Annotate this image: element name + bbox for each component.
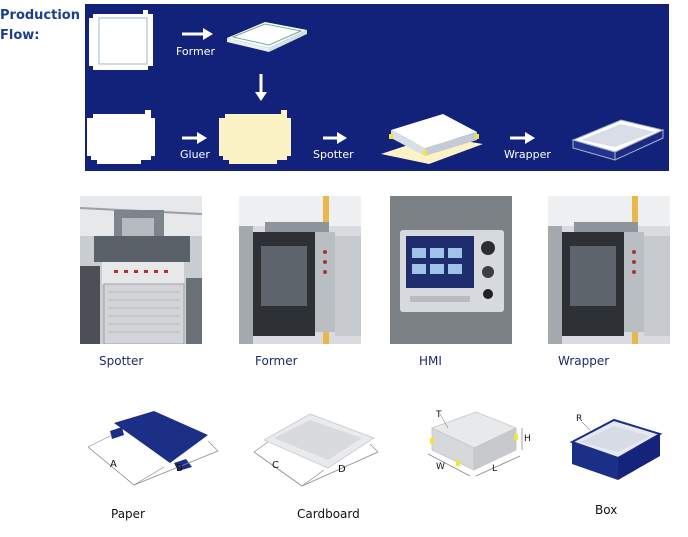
heading-line-2: Flow: <box>0 28 40 43</box>
spotted-tray-shape <box>381 114 483 164</box>
flow-step-gluer-label: Gluer <box>180 148 210 161</box>
spotter-machine-photo <box>79 196 203 345</box>
arrow-right-icon <box>510 132 535 144</box>
cardboard-dimension-diagram: C D <box>244 408 382 496</box>
flat-cardboard-shape <box>89 10 153 70</box>
flow-step-spotter-label: Spotter <box>313 148 354 161</box>
box-diagram: R <box>566 410 666 486</box>
flow-step-former-label: Former <box>176 45 215 58</box>
former-caption: Former <box>255 354 298 368</box>
formed-tray-shape <box>227 22 307 52</box>
flow-step-wrapper-label: Wrapper <box>504 148 551 161</box>
dimension-l-label: L <box>492 464 498 474</box>
dimension-a-label: A <box>110 459 117 470</box>
production-flow-diagram: Former Gluer Spotter Wrapper <box>85 4 669 171</box>
former-machine-photo <box>239 196 361 344</box>
dimension-c-label: C <box>272 460 279 471</box>
spotter-caption: Spotter <box>99 354 144 368</box>
heading-line-1: Production <box>0 8 80 23</box>
paper-dimension-diagram: A B <box>84 405 220 497</box>
wrapped-box-shape <box>571 119 665 161</box>
tray-dimension-diagram: T H W L <box>418 408 534 488</box>
paper-sheet-shape <box>87 110 155 164</box>
wrapper-machine-photo <box>548 196 670 344</box>
paper-caption: Paper <box>111 507 145 521</box>
arrow-right-icon <box>182 132 207 144</box>
arrow-right-icon <box>323 132 347 144</box>
arrow-right-icon <box>182 28 213 40</box>
dimension-t-label: T <box>436 410 442 420</box>
glued-paper-shape <box>219 110 291 164</box>
wrapper-caption: Wrapper <box>558 354 610 368</box>
flow-diagram-graphics <box>87 10 665 164</box>
dimension-h-label: H <box>524 434 531 444</box>
cardboard-caption: Cardboard <box>297 507 360 521</box>
dimension-b-label: B <box>176 463 183 474</box>
hmi-panel-photo <box>390 196 512 344</box>
box-caption: Box <box>595 503 618 517</box>
dimension-w-label: W <box>436 462 445 472</box>
arrow-down-icon <box>255 74 267 101</box>
production-flow-heading: Production Flow: <box>0 6 80 46</box>
hmi-caption: HMI <box>419 354 442 368</box>
dimension-r-label: R <box>576 414 583 424</box>
dimension-d-label: D <box>338 464 346 475</box>
